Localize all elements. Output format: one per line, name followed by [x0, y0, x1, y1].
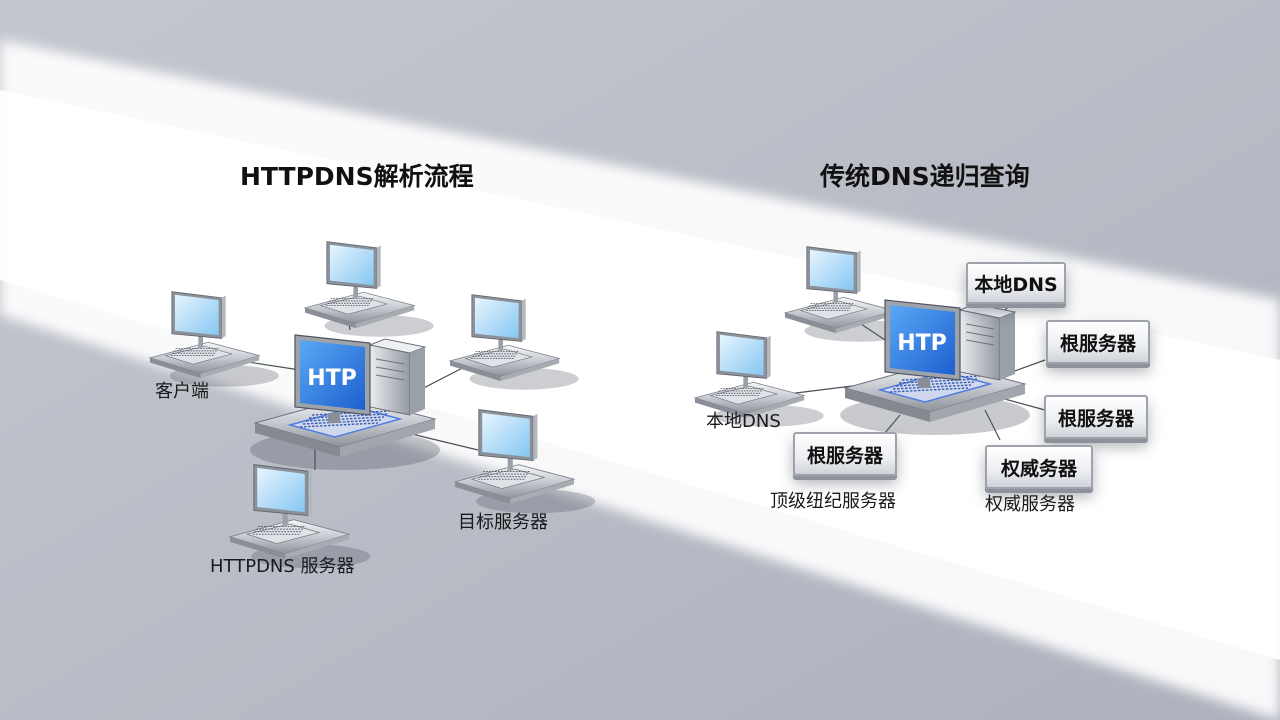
traditional-dns-hub: HTP — [840, 299, 1030, 435]
traditional-dns-title: 传统DNS递归查询 — [820, 162, 1030, 191]
local-dns-computer — [693, 331, 824, 427]
local-dns-plate: 本地DNS — [966, 262, 1066, 304]
right-computer-left — [448, 294, 579, 390]
httpdns-hub-screen-text: HTP — [307, 366, 357, 391]
traditional-dns-hub-screen-text: HTP — [897, 331, 947, 356]
httpdns-server-computer — [228, 464, 371, 569]
httpdns-flow-title: HTTPDNS解析流程 — [240, 162, 474, 191]
authoritative-server-label: 权威服务器 — [985, 494, 1075, 515]
target-server-label: 目标服务器 — [458, 512, 548, 533]
client-label: 客户端 — [155, 381, 209, 402]
httpdns-hub: HTP — [250, 334, 440, 470]
tld-server-label: 顶级纽纪服务器 — [770, 491, 896, 512]
client-computer — [148, 291, 279, 387]
root-server-plate-3: 根服务器 — [793, 432, 897, 476]
root-server-plate-1: 根服务器 — [1046, 320, 1150, 364]
local-dns-label: 本地DNS — [706, 411, 781, 432]
root-server-plate-2: 根服务器 — [1044, 395, 1148, 439]
light-beam-core — [0, 90, 1280, 660]
httpdns-server-label: HTTPDNS 服务器 — [210, 556, 355, 577]
top-computer-left — [303, 241, 434, 337]
authoritative-plate: 权威务器 — [985, 445, 1093, 489]
target-server-computer — [453, 409, 596, 514]
